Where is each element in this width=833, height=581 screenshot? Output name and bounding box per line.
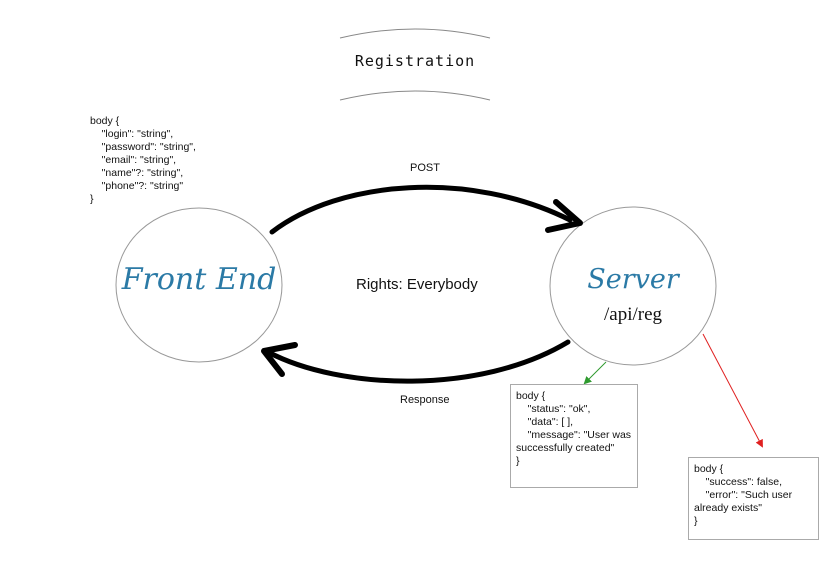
post-label: POST — [410, 162, 440, 174]
request-body: body { "login": "string", "password": "s… — [90, 115, 196, 205]
frontend-label: Front End — [121, 262, 277, 297]
server-endpoint: /api/reg — [603, 304, 663, 325]
frontend-node — [115, 207, 283, 363]
post-arrowhead — [545, 199, 583, 233]
error-arrow — [702, 333, 763, 448]
server-node — [549, 206, 717, 366]
server-label: Server — [587, 264, 679, 295]
response-arrow — [265, 339, 571, 384]
title-bottom-arc — [339, 90, 491, 101]
rights-label: Rights: Everybody — [356, 276, 478, 293]
error-response-box: body { "success": false, "error": "Such … — [688, 457, 819, 540]
success-arrow — [583, 361, 607, 385]
title-top-arc — [339, 28, 491, 39]
diagram-title: Registration — [354, 52, 476, 70]
post-arrow — [269, 184, 573, 235]
success-response-box: body { "status": "ok", "data": [ ], "mes… — [510, 384, 638, 488]
response-arrowhead — [261, 342, 298, 377]
response-label: Response — [400, 394, 450, 406]
